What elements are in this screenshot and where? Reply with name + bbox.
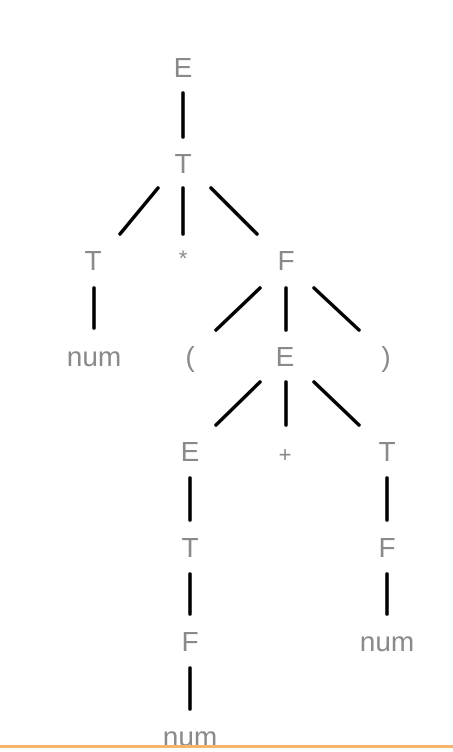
- node-num1: num: [66, 341, 122, 372]
- node-f1: F: [277, 245, 295, 276]
- node-plus: +: [278, 442, 292, 467]
- edge-f1-lparen: [214, 286, 262, 332]
- edge-e2-t3: [312, 380, 361, 427]
- node-t2: T: [84, 245, 102, 276]
- node-t4: T: [181, 532, 199, 563]
- node-f3: F: [181, 626, 199, 657]
- bottom-rule: [0, 745, 453, 748]
- edge-f1-rparen: [312, 286, 361, 332]
- node-f2: F: [378, 532, 396, 563]
- node-star: *: [178, 246, 188, 271]
- node-e3: E: [180, 436, 200, 467]
- edge-e2-e3: [214, 380, 262, 427]
- node-rparen: ): [381, 341, 391, 372]
- node-lparen: (: [185, 341, 195, 372]
- node-t1: T: [174, 148, 192, 179]
- node-e1: E: [173, 52, 193, 83]
- node-e2: E: [275, 341, 295, 372]
- edge-t1-f1: [209, 186, 259, 236]
- edge-t1-t2: [118, 186, 160, 236]
- node-num2: num: [359, 626, 415, 657]
- node-t3: T: [378, 436, 396, 467]
